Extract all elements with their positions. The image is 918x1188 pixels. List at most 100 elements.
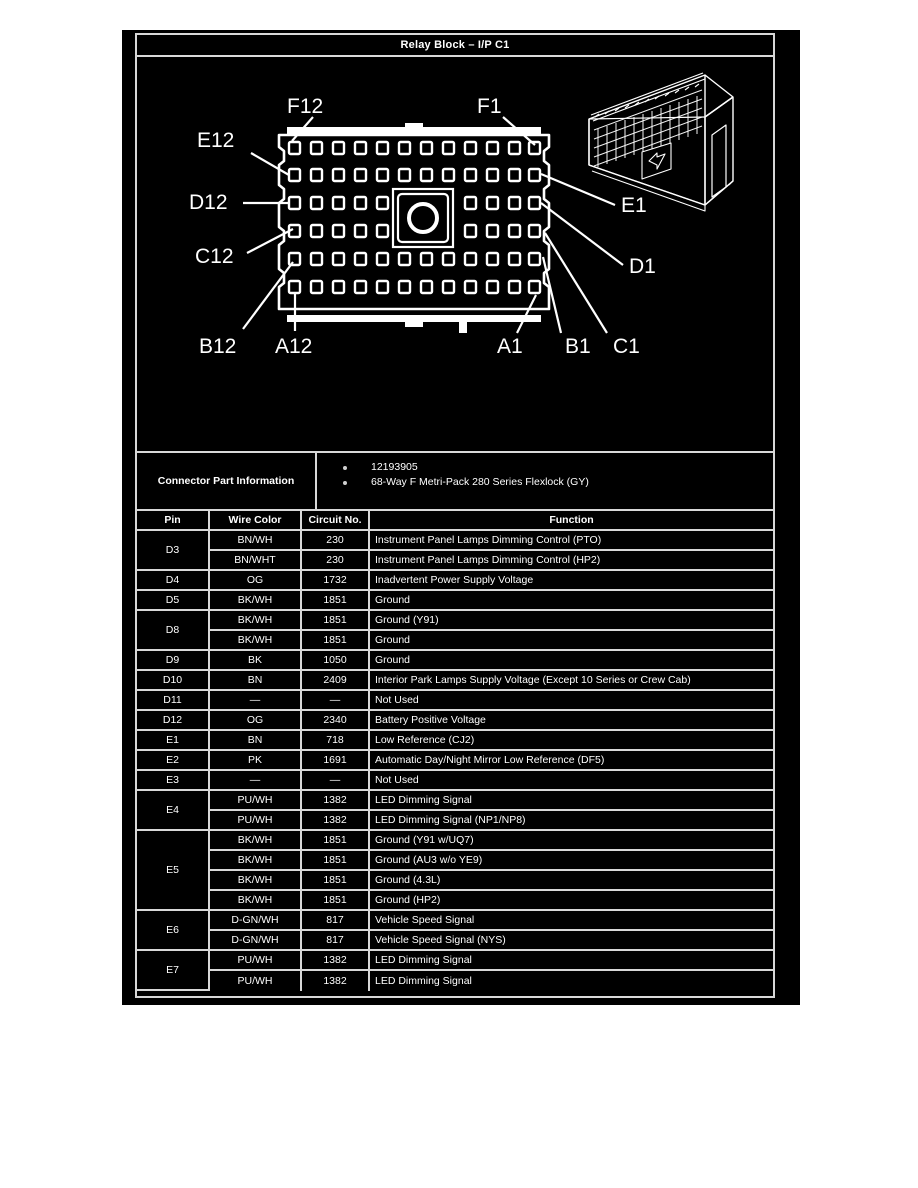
document-title-bar: Relay Block – I/P C1 — [137, 35, 773, 57]
cell-circuit-no: 1851 — [302, 871, 370, 891]
connector-part-information-row: Connector Part Information 12193905 68-W… — [137, 453, 773, 511]
column-header-function: Function — [370, 511, 773, 531]
cell-circuit-no: 1382 — [302, 811, 370, 831]
connector-bottom-key — [405, 321, 423, 327]
cell-function: Ground — [370, 591, 773, 611]
latch-ribs — [590, 72, 706, 122]
cell-circuit-no: 1732 — [302, 571, 370, 591]
cell-wire-color: PU/WH — [210, 951, 302, 971]
cell-circuit-no: 1851 — [302, 891, 370, 911]
cell-circuit-no: 1851 — [302, 631, 370, 651]
cell-function: Vehicle Speed Signal (NYS) — [370, 931, 773, 951]
cell-circuit-no: — — [302, 771, 370, 791]
column-header-pin: Pin — [137, 511, 210, 531]
cell-pin: D5 — [137, 591, 210, 611]
callout-label-f1: F1 — [477, 95, 502, 118]
cell-function: LED Dimming Signal — [370, 791, 773, 811]
part-info-item: 68-Way F Metri-Pack 280 Series Flexlock … — [317, 475, 773, 490]
part-info-item-text: 68-Way F Metri-Pack 280 Series Flexlock … — [371, 476, 589, 488]
document-panel: Relay Block – I/P C1 — [122, 30, 800, 1005]
connector-diagram: F12 F1 E12 E1 D12 D1 C12 C1 B12 B1 A12 A… — [137, 57, 773, 453]
column-header-wire-color: Wire Color — [210, 511, 302, 531]
cell-circuit-no: — — [302, 691, 370, 711]
cell-function: Not Used — [370, 771, 773, 791]
callout-leader-lines — [242, 116, 624, 334]
cell-circuit-no: 1851 — [302, 851, 370, 871]
center-lock-feature — [391, 187, 455, 249]
callout-label-a1: A1 — [497, 335, 523, 358]
cell-pin: E2 — [137, 751, 210, 771]
bullet-icon — [343, 481, 347, 485]
cell-function: Ground (HP2) — [370, 891, 773, 911]
connector-bottom-tab — [459, 321, 467, 333]
cell-wire-color: BK/WH — [210, 891, 302, 911]
cell-function: Ground (Y91) — [370, 611, 773, 631]
cell-circuit-no: 1382 — [302, 791, 370, 811]
table-header-row: Pin Wire Color Circuit No. Function — [137, 511, 773, 531]
cell-wire-color: BK — [210, 651, 302, 671]
cell-function: LED Dimming Signal (NP1/NP8) — [370, 811, 773, 831]
cell-function: Interior Park Lamps Supply Voltage (Exce… — [370, 671, 773, 691]
cell-function: Ground — [370, 631, 773, 651]
connector-diagram-svg: F12 F1 E12 E1 D12 D1 C12 C1 B12 B1 A12 A… — [137, 57, 773, 451]
cell-function: Battery Positive Voltage — [370, 711, 773, 731]
cell-circuit-no: 1382 — [302, 971, 370, 991]
cell-circuit-no: 1050 — [302, 651, 370, 671]
cell-circuit-no: 1851 — [302, 831, 370, 851]
cell-wire-color: BK/WH — [210, 831, 302, 851]
pin-cavity-grid — [287, 140, 542, 295]
cell-wire-color: BK/WH — [210, 591, 302, 611]
cell-circuit-no: 1382 — [302, 951, 370, 971]
part-info-item: 12193905 — [317, 460, 773, 475]
cell-function: Ground — [370, 651, 773, 671]
cell-circuit-no: 817 — [302, 911, 370, 931]
cell-pin: D4 — [137, 571, 210, 591]
cell-wire-color: — — [210, 691, 302, 711]
cell-pin: E3 — [137, 771, 210, 791]
table-row: E3——Not Used — [137, 771, 773, 791]
cell-pin: D12 — [137, 711, 210, 731]
connector-part-information-values: 12193905 68-Way F Metri-Pack 280 Series … — [317, 453, 773, 509]
cell-function: Ground (Y91 w/UQ7) — [370, 831, 773, 851]
callout-label-a12: A12 — [275, 335, 312, 358]
cell-wire-color: OG — [210, 571, 302, 591]
callout-label-e12: E12 — [197, 129, 234, 152]
cell-circuit-no: 2409 — [302, 671, 370, 691]
connector-bottom-rail — [287, 315, 541, 322]
cell-function: Instrument Panel Lamps Dimming Control (… — [370, 551, 773, 571]
cell-pin: D9 — [137, 651, 210, 671]
connector-shell-outline — [277, 133, 551, 311]
cell-pin: E7 — [137, 951, 210, 991]
cell-circuit-no: 1691 — [302, 751, 370, 771]
callout-label-c1: C1 — [613, 335, 640, 358]
cell-wire-color: BK/WH — [210, 611, 302, 631]
cell-pin: E5 — [137, 831, 210, 911]
callout-label-b12: B12 — [199, 335, 236, 358]
cell-wire-color: BK/WH — [210, 851, 302, 871]
cell-wire-color: BK/WH — [210, 631, 302, 651]
bullet-icon — [343, 466, 347, 470]
part-info-item-text: 12193905 — [371, 461, 418, 473]
cell-function: LED Dimming Signal — [375, 975, 472, 987]
cell-circuit-no: 718 — [302, 731, 370, 751]
cell-function: LED Dimming Signal — [370, 951, 773, 971]
cell-wire-color: BN/WHT — [210, 551, 302, 571]
cell-circuit-no: 1851 — [302, 611, 370, 631]
callout-labels: F12 F1 E12 E1 D12 D1 C12 C1 B12 B1 A12 A… — [189, 95, 656, 358]
cell-pin: D8 — [137, 611, 210, 651]
cell-wire-color: D-GN/WH — [210, 931, 302, 951]
cell-wire-color: BN — [210, 671, 302, 691]
cell-pin: E6 — [137, 911, 210, 951]
